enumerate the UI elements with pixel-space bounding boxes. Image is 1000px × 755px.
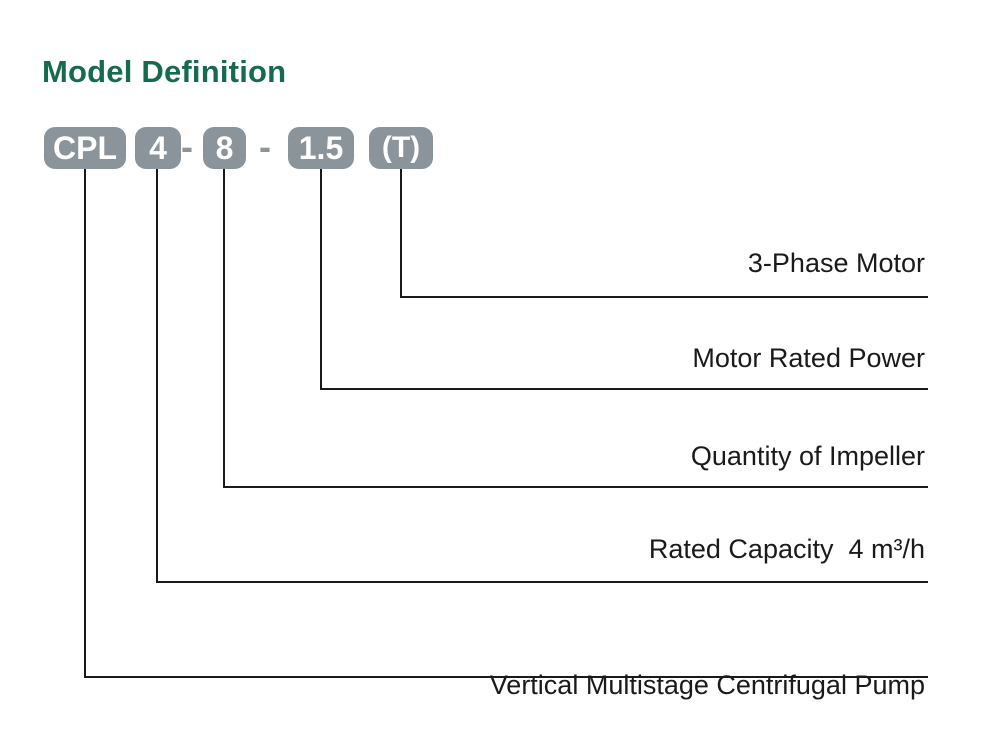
model-chip-phase: (T) xyxy=(369,127,433,169)
connector-vertical-capacity xyxy=(156,169,158,583)
separator-dash: - xyxy=(259,126,271,167)
connector-horizontal-phase xyxy=(400,296,928,298)
connector-vertical-stages xyxy=(223,169,225,488)
connector-horizontal-stages xyxy=(223,486,928,488)
model-chip-capacity: 4 xyxy=(135,127,181,169)
connector-vertical-series xyxy=(84,169,86,678)
connector-horizontal-capacity xyxy=(156,581,928,583)
connector-horizontal-series xyxy=(84,676,928,678)
connector-horizontal-power xyxy=(320,388,928,390)
model-chip-series: CPL xyxy=(44,127,126,169)
definition-label-series: Vertical Multistage Centrifugal Pump (Bo… xyxy=(490,595,925,755)
model-chip-motor-power: 1.5 xyxy=(288,127,354,169)
page-title: Model Definition xyxy=(42,54,287,89)
definition-label-rated-capacity: Rated Capacity 4 m³/h xyxy=(648,534,925,564)
definition-label-phase: 3-Phase Motor xyxy=(747,248,925,278)
model-chip-impeller-quantity: 8 xyxy=(203,127,246,169)
separator-dash: - xyxy=(181,126,193,167)
definition-label-impeller-quantity: Quantity of Impeller xyxy=(690,441,925,471)
definition-label-motor-power: Motor Rated Power xyxy=(692,343,925,373)
definition-label-series-line1: Vertical Multistage Centrifugal Pump xyxy=(489,670,925,700)
connector-vertical-phase xyxy=(400,169,402,298)
connector-vertical-power xyxy=(320,169,322,390)
